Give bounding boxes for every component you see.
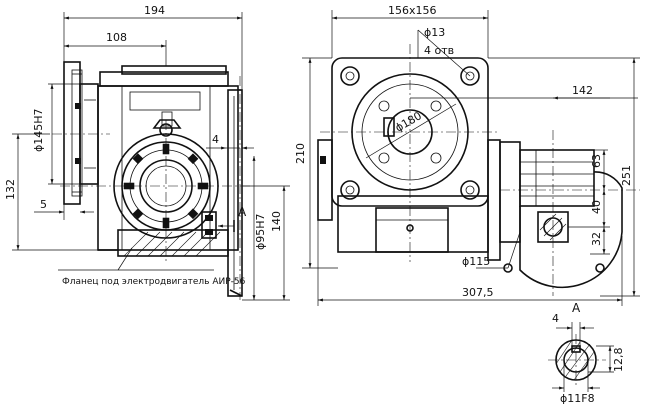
dim-phi13-label: ϕ13: [424, 26, 445, 39]
dim-210-label: 210: [294, 143, 307, 164]
housing-body: [337, 195, 489, 253]
dim-phi115-label: ϕ115: [462, 255, 490, 268]
dim-63-label: 63: [590, 154, 603, 168]
worm-cover: [519, 171, 623, 289]
section-a-label: A: [572, 301, 581, 315]
dim-194-label: 194: [144, 4, 165, 17]
dim-108-label: 108: [106, 31, 127, 44]
dim-132-label: 132: [4, 179, 17, 200]
section-mark-a: A: [238, 205, 247, 219]
dim-156-label: 156x156: [388, 4, 437, 17]
dim-307-label: 307,5: [462, 286, 494, 299]
dim-32-label: 32: [590, 232, 603, 246]
section-dim-4-label: 4: [552, 312, 559, 325]
mount-hole-br: [460, 180, 480, 200]
section-dim-phi11-label: ϕ11F8: [560, 392, 595, 405]
side-view: 194 108 ϕ145H7 132 5 4 ϕ95H7 140: [4, 4, 290, 301]
output-flange: [227, 89, 243, 297]
section-a-view: A 4 12,8 ϕ11F8: [548, 301, 625, 405]
dim-142-label: 142: [572, 84, 593, 97]
dim-4-holes-label: 4 отв: [424, 44, 454, 57]
mount-hole-tr: [460, 66, 480, 86]
motor-body: [519, 149, 595, 207]
dim-phi145-label: ϕ145H7: [32, 108, 45, 152]
section-dim-12-8-label: 12,8: [612, 348, 625, 373]
motor-flange-callout: Фланец под электродвигатель АИР-56: [62, 277, 246, 287]
bearing: [201, 211, 217, 239]
housing-base: [117, 229, 229, 257]
dim-251-label: 251: [620, 165, 633, 186]
mount-hole-tl: [340, 66, 360, 86]
front-view: 156x156 ϕ13 4 отв ϕ180 142 210 251 63 40: [294, 4, 640, 306]
dim-40-label: 40: [590, 200, 603, 214]
dim-phi95-label: ϕ95H7: [254, 213, 267, 250]
dim-4-label: 4: [212, 133, 219, 146]
gear-housing: [97, 85, 239, 251]
mount-hole-bl: [340, 180, 360, 200]
dim-5-label: 5: [40, 198, 47, 211]
dim-140-label: 140: [270, 211, 283, 232]
